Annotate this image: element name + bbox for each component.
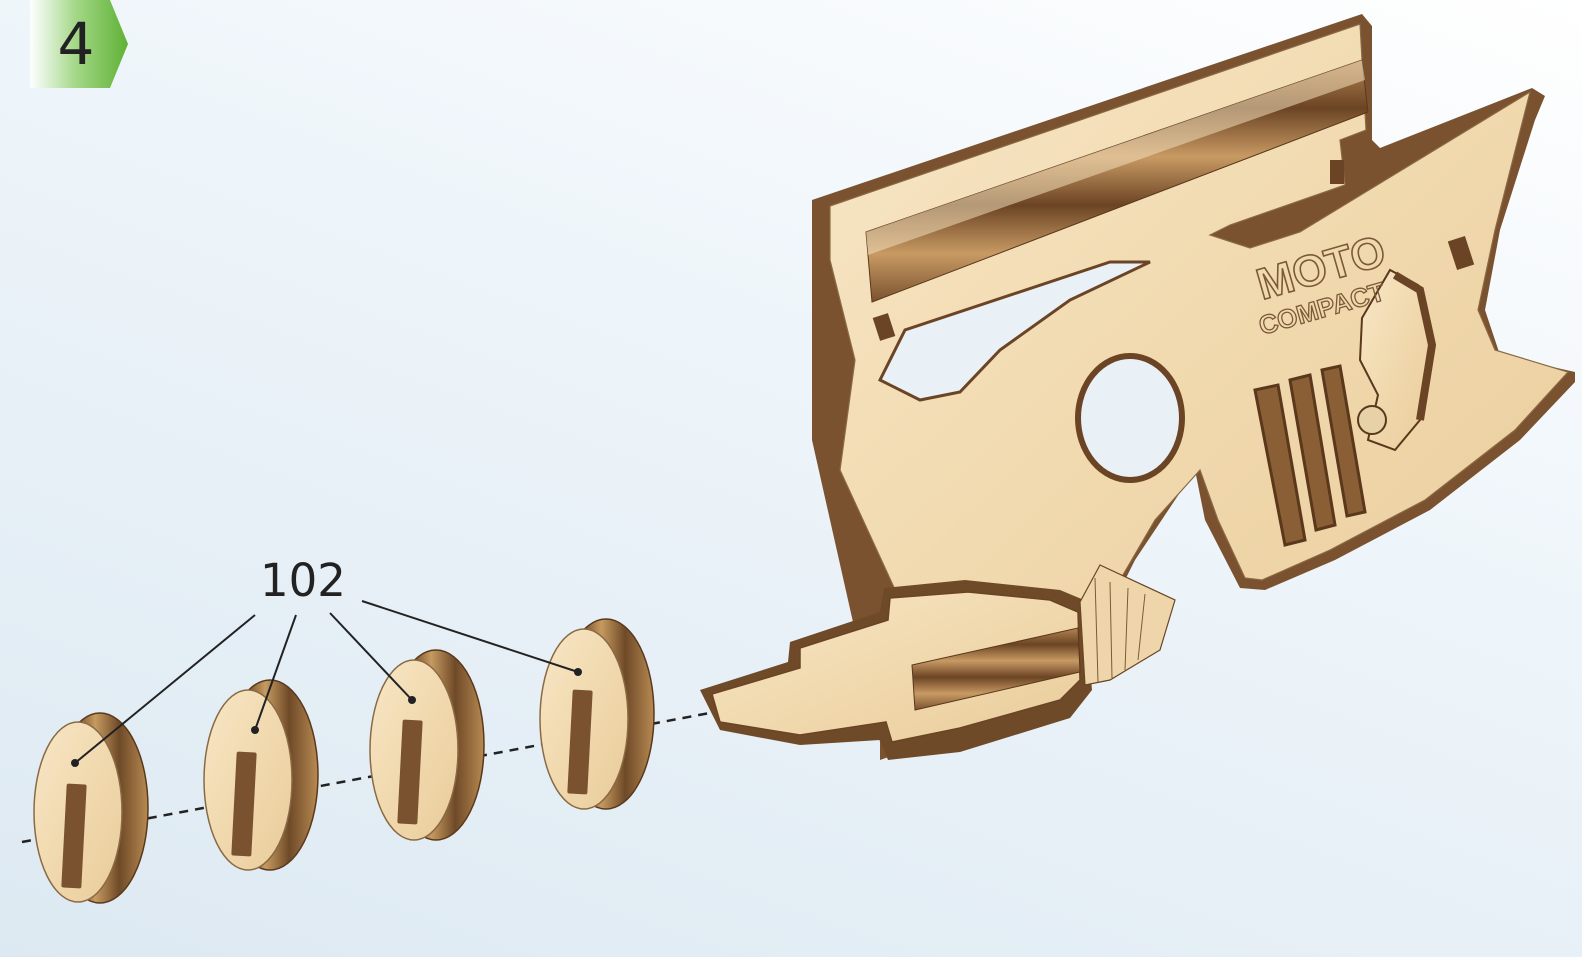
- washer-1: [34, 713, 148, 903]
- barrel-shaft: [700, 565, 1175, 760]
- part-number-label: 102: [258, 552, 348, 610]
- trigger-guard-hole: [1078, 356, 1182, 480]
- callout-leaders: [75, 601, 578, 763]
- washer-3: [370, 650, 484, 840]
- washer-2: [204, 680, 318, 870]
- washer-4: [540, 619, 654, 809]
- hammer-pin: [1358, 406, 1386, 434]
- top-slot: [1330, 160, 1344, 184]
- callout-dots: [71, 668, 582, 767]
- barrel-fan-segment: [1080, 565, 1175, 685]
